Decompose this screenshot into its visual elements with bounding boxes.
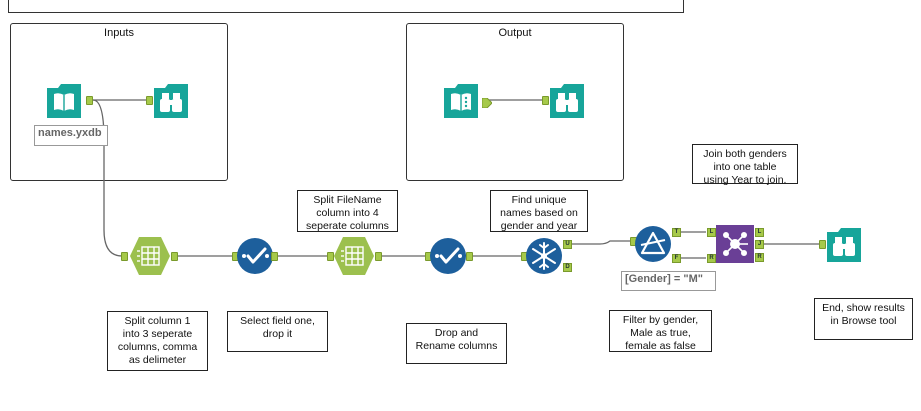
note-split-column1: Split column 1 into 3 seperate columns, … — [107, 311, 208, 371]
wire-unique-filter — [568, 240, 630, 245]
top-container — [8, 0, 684, 13]
text-to-columns-tool-2[interactable] — [333, 236, 375, 276]
select1-output-anchor[interactable] — [271, 252, 278, 261]
output-data-icon — [444, 84, 478, 118]
select2-output-anchor[interactable] — [466, 252, 473, 261]
filter-f-anchor[interactable]: F — [672, 254, 681, 263]
join-j-output-anchor[interactable]: J — [755, 240, 764, 249]
output-container[interactable]: Output — [406, 23, 624, 181]
join-l-output-anchor[interactable]: L — [755, 228, 764, 237]
output-container-title: Output — [498, 27, 532, 39]
split2-output-anchor[interactable] — [375, 252, 382, 261]
input-file-label: names.yxdb — [34, 125, 108, 146]
unique-icon — [526, 238, 562, 274]
split2-input-anchor[interactable] — [327, 252, 334, 261]
note-split-filename: Split FileName column into 4 seperate co… — [297, 190, 398, 232]
join-r-input-anchor[interactable]: R — [707, 254, 716, 263]
input-data-icon — [47, 84, 81, 118]
note-select-field: Select field one, drop it — [227, 311, 328, 352]
text-to-columns-tool-1[interactable] — [129, 236, 171, 276]
unique-u-anchor[interactable]: U — [563, 240, 572, 249]
wire-input-split — [92, 99, 123, 257]
join-l-input-anchor[interactable]: L — [707, 228, 716, 237]
browse-icon — [550, 84, 584, 118]
note-filter-gender: Filter by gender, Male as true, female a… — [609, 310, 712, 352]
select-tool-1[interactable] — [236, 237, 274, 275]
note-end-browse: End, show results in Browse tool — [814, 298, 913, 340]
inputs-container[interactable]: Inputs — [10, 23, 228, 181]
select-icon — [237, 238, 273, 274]
join-tool[interactable] — [716, 225, 754, 263]
join-icon — [716, 225, 754, 263]
browse2-input-anchor[interactable] — [542, 96, 549, 105]
browse-tool-inputs[interactable] — [152, 82, 190, 120]
filter-tool[interactable] — [634, 225, 672, 263]
output-anchor-shape — [481, 97, 493, 109]
output-anchor[interactable] — [481, 95, 493, 109]
note-join-genders: Join both genders into one table using Y… — [692, 144, 798, 186]
text-to-columns-icon — [334, 237, 374, 275]
join-r-output-anchor[interactable]: R — [755, 253, 764, 262]
filter-icon — [635, 226, 671, 262]
browse-tool-final[interactable] — [825, 226, 863, 264]
inputs-container-title: Inputs — [104, 27, 134, 39]
text-to-columns-icon — [130, 237, 170, 275]
input-output-anchor[interactable] — [86, 96, 93, 105]
note-find-unique: Find unique names based on gender and ye… — [490, 190, 588, 232]
browse1-input-anchor[interactable] — [146, 96, 153, 105]
note-drop-rename: Drop and Rename columns — [406, 323, 507, 364]
select-tool-2[interactable] — [429, 237, 467, 275]
output-data-tool[interactable] — [442, 82, 480, 120]
browse-tool-output[interactable] — [548, 82, 586, 120]
browse-icon — [154, 84, 188, 118]
split1-input-anchor[interactable] — [121, 252, 128, 261]
filter-t-anchor[interactable]: T — [672, 228, 681, 237]
unique-d-anchor[interactable]: D — [563, 263, 572, 272]
filter-expression-label: [Gender] = "M" — [621, 271, 716, 291]
input-data-tool[interactable] — [45, 82, 83, 120]
split1-output-anchor[interactable] — [171, 252, 178, 261]
browse3-input-anchor[interactable] — [819, 240, 826, 249]
unique-tool[interactable] — [525, 237, 563, 275]
browse-icon — [827, 228, 861, 262]
select-icon — [430, 238, 466, 274]
